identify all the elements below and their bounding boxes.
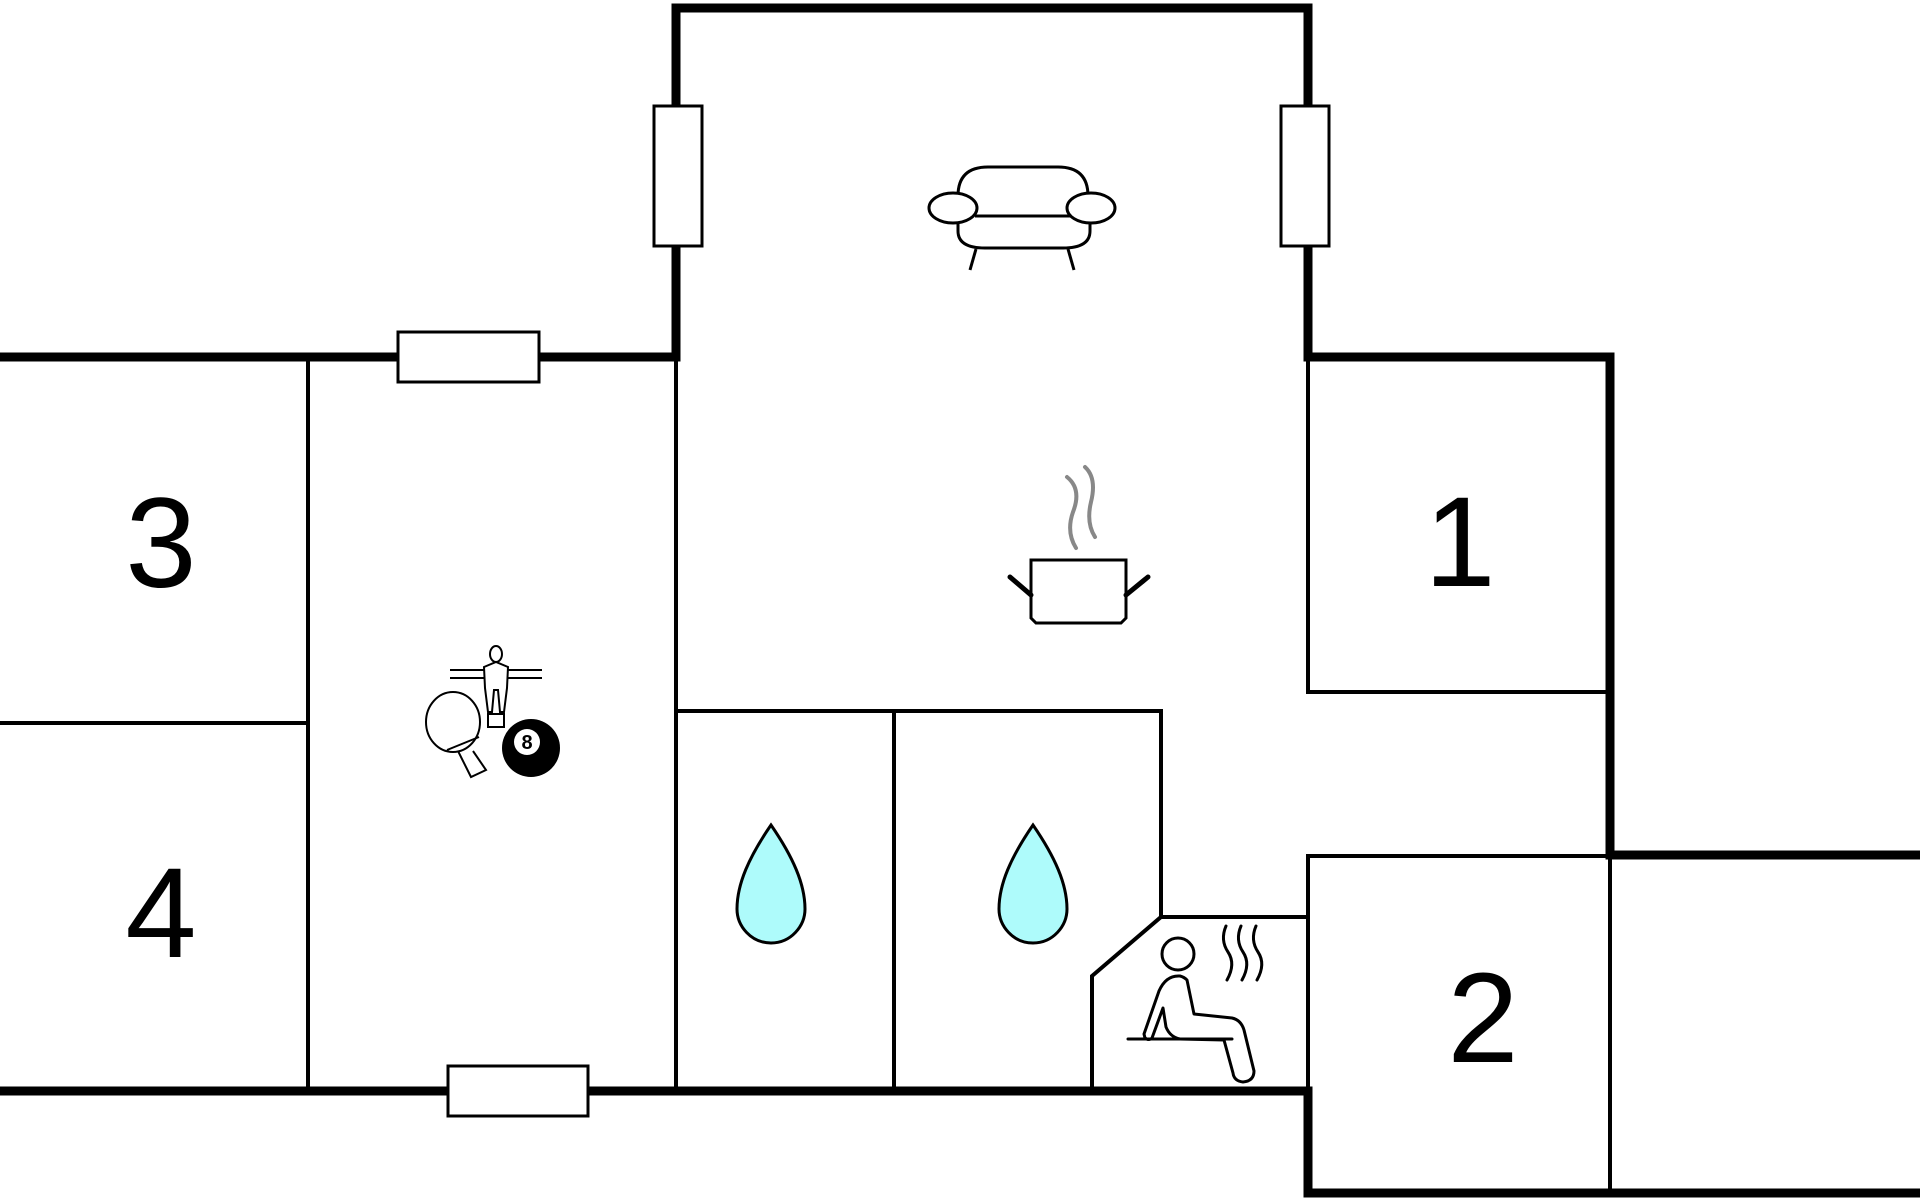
room-label-2: 2 [1447, 947, 1518, 1090]
cooking-pot-icon [1007, 465, 1151, 625]
sauna-icon [1126, 924, 1264, 1084]
interior-wall-sauna [1090, 914, 1308, 1093]
water-drop-icon [997, 822, 1069, 945]
window-games-top [396, 330, 541, 384]
windows [396, 104, 1331, 1118]
ping-pong-paddle-icon [425, 691, 488, 779]
window-living-left [652, 104, 704, 248]
billiard-ball-number: 8 [521, 732, 532, 754]
room-label-4: 4 [125, 842, 196, 985]
water-drop-icon [735, 822, 807, 945]
exterior-wall-right-upper [1303, 352, 1920, 860]
foosball-player-icon [450, 645, 542, 728]
interior-wall-room-1 [1306, 355, 1612, 694]
exterior-wall-bottom-right [1303, 1086, 1920, 1198]
window-living-right [1279, 104, 1331, 248]
billiard-ball-icon: 8 [502, 719, 560, 777]
window-games-bottom [446, 1064, 590, 1118]
interior-wall-room-2 [1306, 854, 1612, 1195]
interior-wall-bath-top [674, 709, 1163, 919]
sofa-icon [927, 165, 1117, 271]
room-label-3: 3 [125, 472, 196, 615]
steam-left-icon [1065, 475, 1079, 550]
room-label-1: 1 [1424, 471, 1495, 614]
steam-right-icon [1083, 465, 1097, 539]
